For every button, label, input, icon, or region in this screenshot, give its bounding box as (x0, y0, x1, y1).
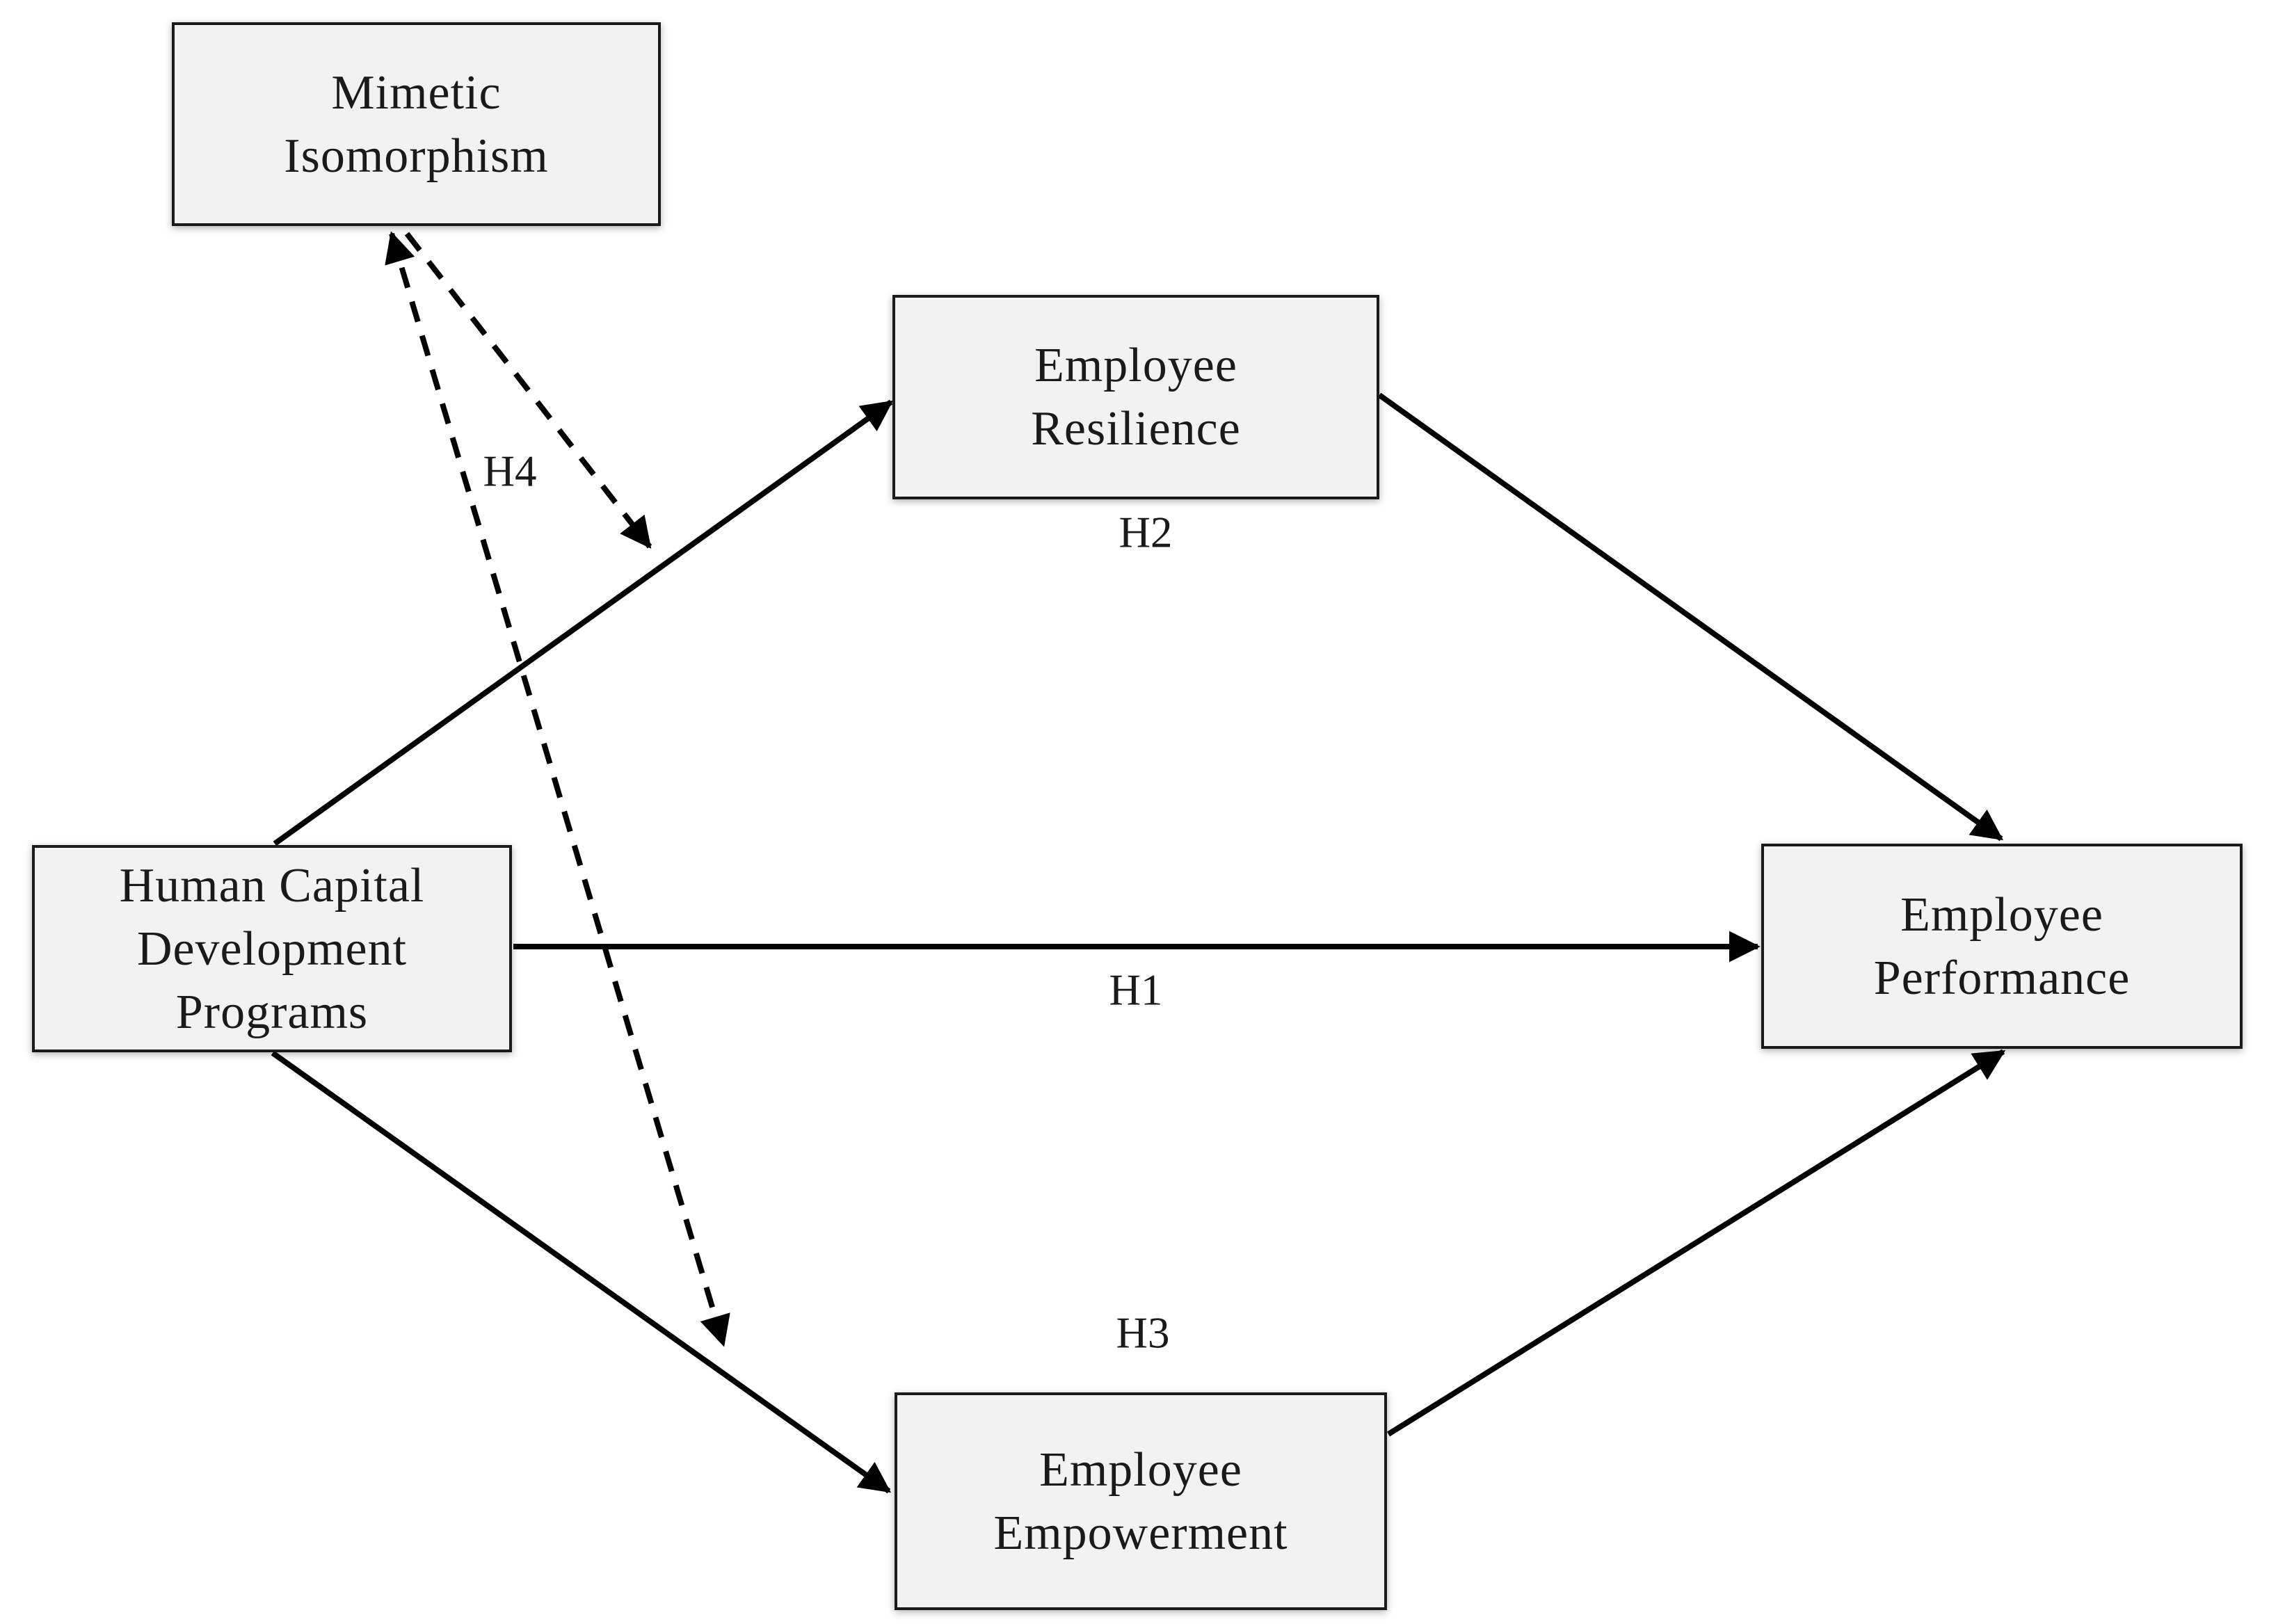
node-employee-empowerment: Employee Empowerment (895, 1392, 1387, 1610)
node-human-capital-development-programs: Human Capital Development Programs (32, 845, 512, 1052)
node-employee-resilience: Employee Resilience (892, 295, 1379, 499)
node-employee-performance: Employee Performance (1761, 844, 2243, 1049)
node-mimetic-isomorphism: Mimetic Isomorphism (172, 22, 661, 226)
hypothesis-label-h4: H4 (483, 447, 537, 496)
hypothesis-label-h2: H2 (1119, 508, 1173, 557)
hypothesis-label-h3: H3 (1116, 1308, 1170, 1358)
node-label-line: Resilience (1031, 402, 1241, 456)
node-label-line: Development (136, 922, 408, 976)
node-label-line: Employee (1900, 887, 2103, 942)
node-label-line: Performance (1873, 951, 2131, 1005)
arrow-hcdp-to-resilience (273, 399, 894, 846)
arrow-empowerment-to-performance (1386, 1049, 2006, 1437)
dashed-arrow-mimetic-to-empowerment-path (385, 231, 730, 1347)
node-label-line: Employee (1034, 339, 1237, 392)
arrow-resilience-to-performance (1377, 392, 2004, 842)
dashed-arrow-mimetic-to-resilience-path-h4 (404, 232, 652, 549)
node-label-line: Programs (175, 985, 369, 1039)
hypothesis-label-h1: H1 (1109, 965, 1163, 1015)
node-label-line: Mimetic (331, 65, 502, 120)
node-label-line: Isomorphism (284, 129, 549, 183)
arrow-hcdp-to-empowerment (271, 1050, 892, 1494)
node-label-line: Human Capital (119, 858, 425, 913)
node-label-line: Employee (1039, 1442, 1242, 1497)
node-label-line: Empowerment (993, 1506, 1288, 1560)
